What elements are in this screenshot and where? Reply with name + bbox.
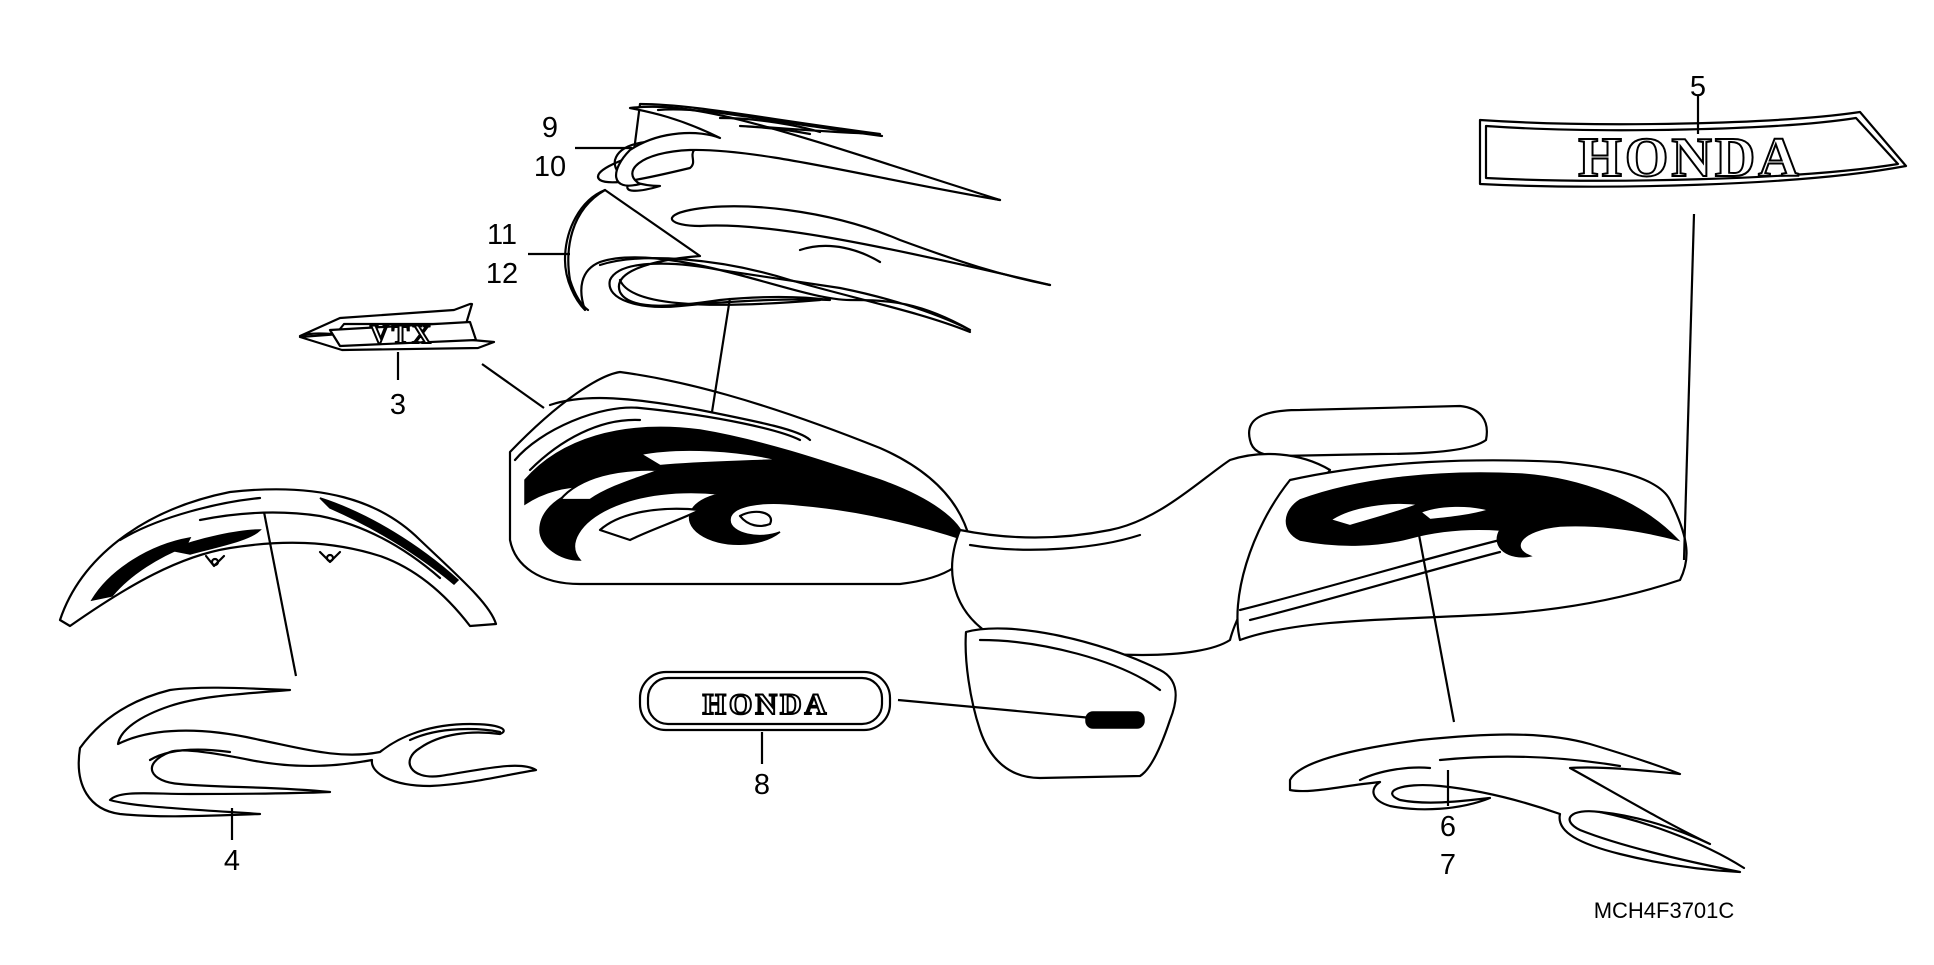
callout-10: 10 [534, 151, 566, 183]
callout-3: 3 [390, 389, 406, 421]
callout-5: 5 [1690, 71, 1706, 103]
callouts: 9 10 11 12 3 4 5 6 7 8 [224, 71, 1706, 881]
seat-rear-body [951, 404, 1688, 657]
part-code: MCH4F3701C [1594, 898, 1735, 923]
leader-fender-4 [262, 511, 298, 677]
honda-large-emblem-text: HONDA [1578, 127, 1801, 189]
leader-5-body [1682, 213, 1696, 561]
leader-lines [230, 96, 1700, 840]
callout-4: 4 [224, 845, 240, 877]
vtx-emblem-text: VTX [370, 320, 434, 349]
callout-11: 11 [487, 219, 517, 251]
vtx-emblem: VTX [298, 302, 496, 352]
callout-7: 7 [1440, 849, 1456, 881]
tank-upper-flame-decal [596, 102, 1002, 202]
honda-small-emblem: HONDA [638, 670, 892, 732]
fender-flame-decal [77, 686, 538, 818]
callout-6: 6 [1440, 811, 1456, 843]
honda-small-emblem-text: HONDA [703, 688, 830, 721]
tank-lower-flame-decal [563, 188, 1052, 334]
honda-large-emblem: HONDA [1478, 110, 1908, 190]
callout-8: 8 [754, 769, 770, 801]
side-cover [964, 627, 1177, 780]
leader-8-cover [897, 698, 1093, 720]
leader-tank-11-12 [710, 297, 732, 413]
callout-12: 12 [486, 258, 518, 290]
callout-9: 9 [542, 112, 558, 144]
front-fender [58, 488, 498, 628]
rear-flame-decal [1288, 733, 1746, 874]
fuel-tank [508, 370, 972, 586]
leader-rear-6-7 [1412, 507, 1456, 723]
leader-vtx-tank [481, 363, 545, 409]
